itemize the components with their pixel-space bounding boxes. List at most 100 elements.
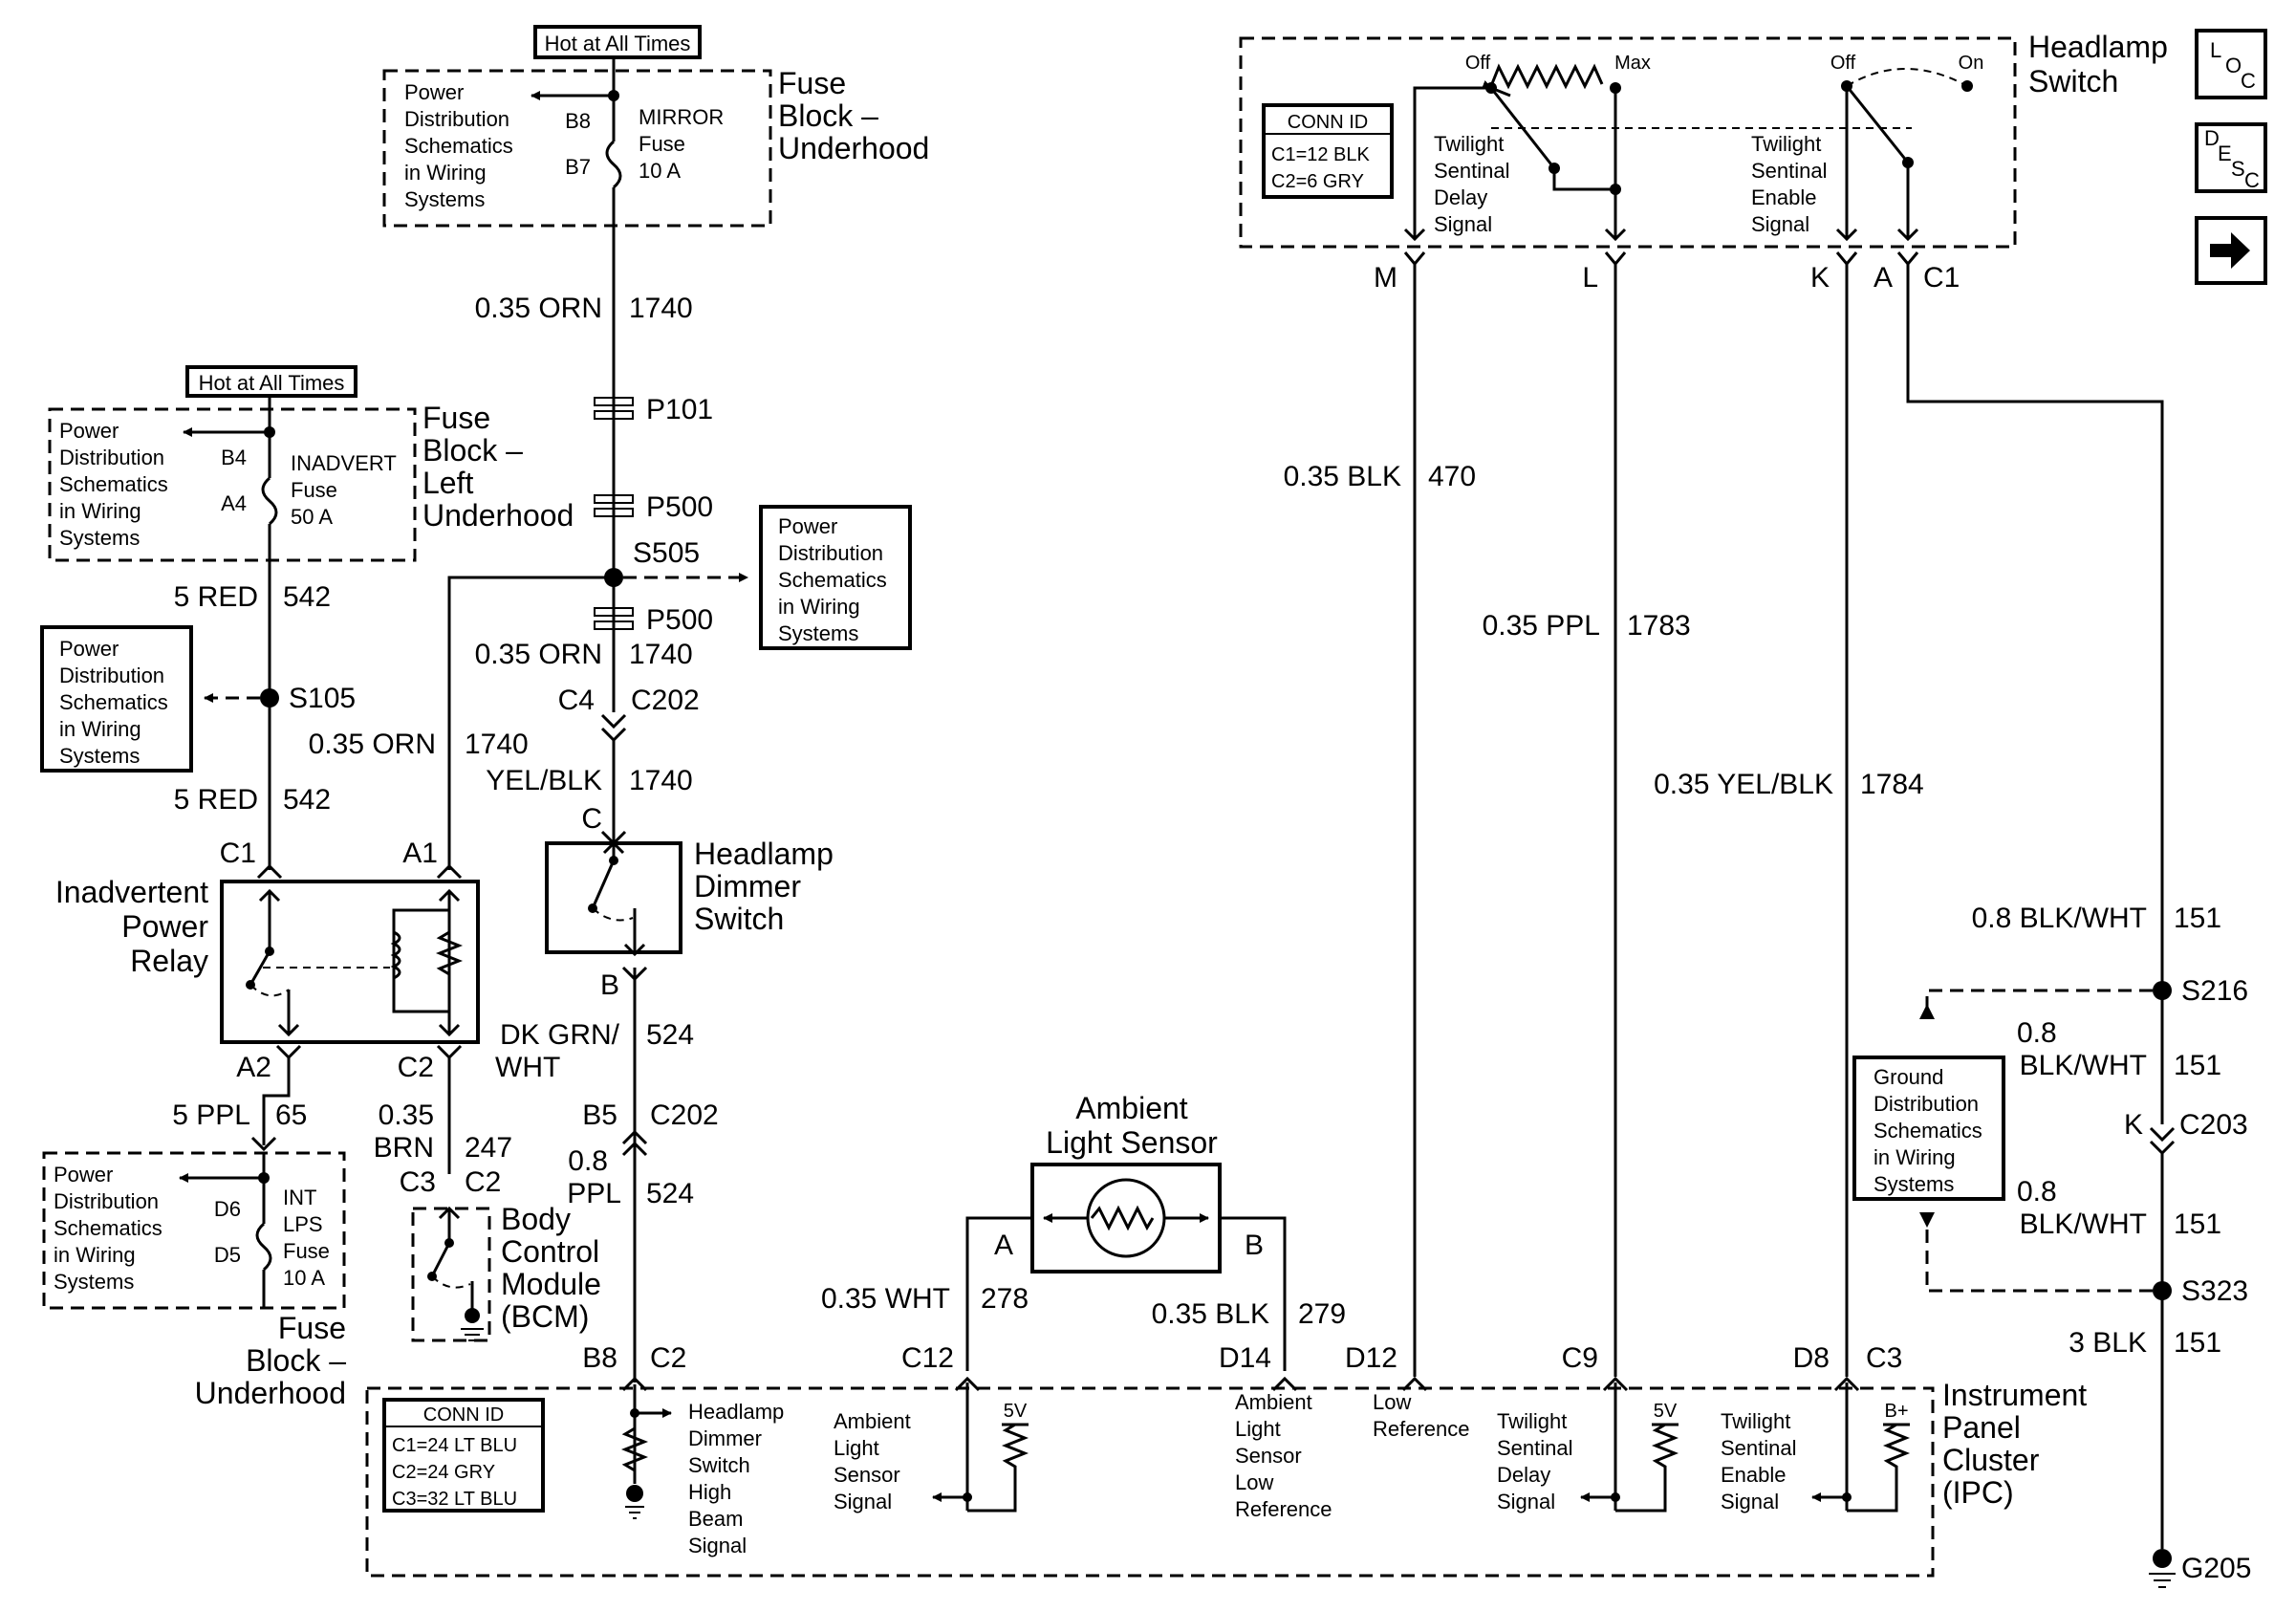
wire-circuit: 151 xyxy=(2174,903,2221,934)
pd-text: Schematics xyxy=(59,472,168,496)
pd-text: Systems xyxy=(59,526,140,550)
pin-label: B xyxy=(1245,1230,1264,1261)
svg-text:E: E xyxy=(2218,142,2232,165)
circuit-1783: 0.35 PPL 1783 xyxy=(1483,264,1691,1377)
circuit-247: 0.35 BRN 247 C3 C2 xyxy=(374,1057,512,1198)
wire-circuit: 1784 xyxy=(1860,769,1924,800)
connector-label: C202 xyxy=(650,1099,719,1131)
splice-label: S216 xyxy=(2181,975,2248,1007)
component-name: Switch xyxy=(694,902,784,936)
pin-label: B5 xyxy=(582,1099,617,1131)
connector-label: C4 xyxy=(558,685,595,716)
pd-text: in Wiring xyxy=(404,161,487,185)
wire-circuit: 151 xyxy=(2174,1050,2221,1081)
inadvert-fuse-block: Hot at All Times Power Distribution Sche… xyxy=(48,365,574,562)
wire-gauge: 0.35 ORN xyxy=(475,639,602,670)
connector-label: P101 xyxy=(646,394,713,425)
signal-label: Light xyxy=(1235,1417,1281,1441)
block-label: Fuse xyxy=(422,401,490,435)
signal-label: Enable xyxy=(1721,1463,1787,1487)
signal-label: Reference xyxy=(1373,1417,1470,1441)
signal-label: Signal xyxy=(688,1534,747,1557)
signal-label: Low xyxy=(1235,1470,1273,1494)
wire-gauge: BLK/WHT xyxy=(2020,1050,2147,1081)
pd-text: Power xyxy=(59,637,119,661)
svg-text:C: C xyxy=(2244,168,2260,192)
splice-label: S505 xyxy=(633,537,700,569)
wire-gauge: 0.35 ORN xyxy=(309,729,436,760)
pin-label: L xyxy=(1582,262,1598,294)
component-name: Control xyxy=(501,1234,599,1269)
connector-label: P500 xyxy=(646,604,713,636)
loc-button[interactable]: L O C xyxy=(2195,29,2267,99)
component-name: Switch xyxy=(2028,64,2118,98)
pin-label: B7 xyxy=(565,155,591,179)
hot-at-all-times-label xyxy=(533,25,702,59)
conn-id-title: CONN ID xyxy=(1288,112,1368,133)
hot-label-text: Hot at All Times xyxy=(545,32,691,55)
signal-label: Signal xyxy=(1434,212,1492,236)
wire-circuit: 1740 xyxy=(629,765,693,796)
pd-text: Power xyxy=(404,80,464,104)
body-control-module: Body Control Module (BCM) xyxy=(411,1202,601,1342)
fuse-icon xyxy=(605,140,622,189)
pd-text: in Wiring xyxy=(59,717,141,741)
wire-gauge: 0.35 WHT xyxy=(821,1283,950,1315)
resistor-icon xyxy=(435,930,464,976)
wire-circuit: 1740 xyxy=(629,639,693,670)
splice-icon xyxy=(260,688,279,708)
pd-text: Systems xyxy=(404,187,485,211)
resistor-icon xyxy=(620,1426,649,1472)
block-label: Left xyxy=(422,466,473,500)
connector-label: C202 xyxy=(631,685,700,716)
next-button[interactable] xyxy=(2195,216,2267,285)
power-distribution-ref-s105: Power Distribution Schematics in Wiring … xyxy=(40,625,193,773)
signal-label: Light xyxy=(834,1436,879,1460)
connector-label: C2 xyxy=(650,1342,686,1374)
resistor-icon xyxy=(1882,1423,1911,1484)
fuse-label: 10 A xyxy=(283,1266,325,1290)
component-name: Body xyxy=(501,1202,571,1236)
svg-text:O: O xyxy=(2225,54,2242,77)
signal-label: Ambient xyxy=(1235,1390,1312,1414)
headlamp-dimmer-switch: Headlamp Dimmer Switch xyxy=(545,837,834,957)
relay-coil-icon xyxy=(390,930,401,980)
component-name: Module xyxy=(501,1267,601,1301)
pin-label: A2 xyxy=(236,1052,271,1083)
wire-gauge: 0.8 xyxy=(2017,1017,2057,1049)
mirror-fuse-block-outline xyxy=(382,69,772,228)
block-label: Underhood xyxy=(778,131,929,165)
circuit-151: 0.8 BLK/WHT 151 S216 0.8 BLK/WHT 151 K C… xyxy=(1906,264,2251,1588)
pd-text: Power xyxy=(778,514,837,538)
signal-label: Ambient xyxy=(834,1409,911,1433)
circuit-65: 5 PPL 65 xyxy=(172,1057,307,1152)
wire-circuit: 470 xyxy=(1428,461,1476,492)
wire-gauge: 0.35 BLK xyxy=(1152,1298,1269,1330)
signal-label: Enable xyxy=(1751,185,1817,209)
wire-circuit: 279 xyxy=(1298,1298,1346,1330)
conn-id-text: C1=24 LT BLU xyxy=(392,1435,517,1456)
wire-circuit: 278 xyxy=(981,1283,1029,1315)
instrument-panel-cluster: Instrument Panel Cluster (IPC) CONN ID C… xyxy=(365,1342,2087,1578)
inline-connector-icon xyxy=(594,494,634,504)
pd-text: Schematics xyxy=(59,690,168,714)
pd-text: Distribution xyxy=(59,664,164,687)
component-name: Ambient xyxy=(1075,1091,1188,1125)
desc-button[interactable]: D E S C xyxy=(2195,122,2267,193)
conn-id-text: C3=32 LT BLU xyxy=(392,1489,517,1510)
component-name: Dimmer xyxy=(694,869,801,903)
signal-label: Headlamp xyxy=(688,1400,784,1424)
block-label: Block – xyxy=(422,433,523,468)
pd-text: Power xyxy=(54,1163,113,1186)
block-label: Underhood xyxy=(422,498,574,533)
gd-text: Distribution xyxy=(1874,1092,1979,1116)
pin-label: C9 xyxy=(1562,1342,1598,1374)
pin-label: A4 xyxy=(221,491,247,515)
pin-label: B8 xyxy=(582,1342,617,1374)
wire-circuit: 65 xyxy=(275,1099,307,1131)
wire-gauge: 0.8 BLK/WHT xyxy=(1972,903,2147,934)
component-name: Inadvertent xyxy=(55,875,208,909)
fuse-label: LPS xyxy=(283,1212,323,1236)
circuit-524: B DK GRN/ WHT 524 B5 C202 0.8 PPL 524 B8… xyxy=(495,966,719,1382)
